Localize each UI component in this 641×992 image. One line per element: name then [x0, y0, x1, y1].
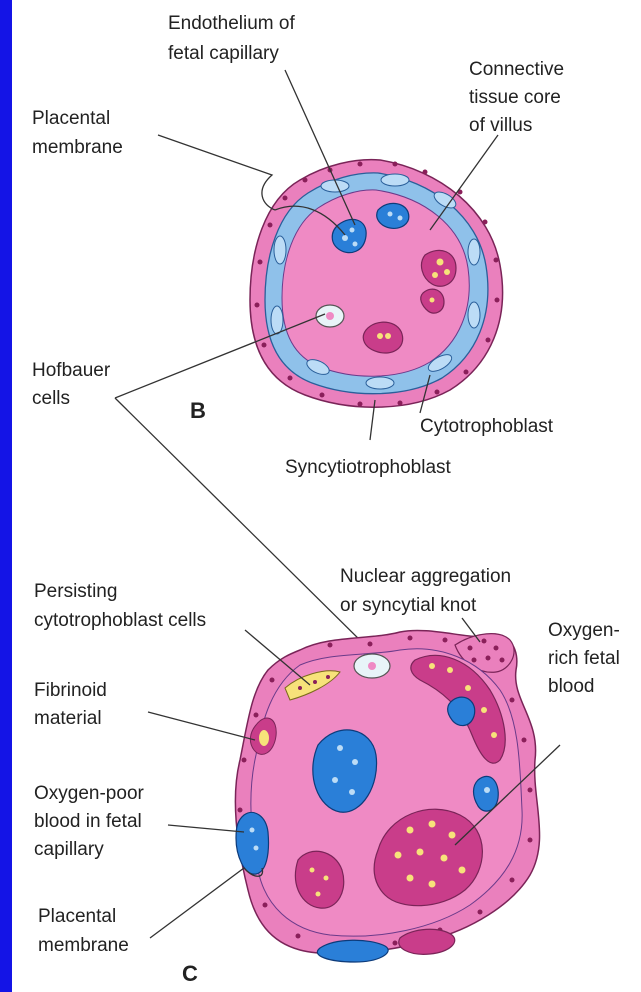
fetal-capillary-red — [363, 322, 402, 353]
cytotrophoblast-cell — [271, 306, 283, 334]
cytotrophoblast-cell — [468, 302, 480, 328]
label-placental-membrane-b: Placental membrane — [32, 108, 123, 158]
label-endothelium: Endothelium of fetal capillary — [168, 13, 300, 64]
oxygen-poor-capillary — [236, 812, 269, 874]
label-connective-tissue: Connective tissue core of villus — [469, 59, 569, 136]
fetal-capillary — [377, 203, 409, 228]
label-cytotrophoblast: Cytotrophoblast — [420, 416, 554, 437]
label-oxygen-poor: Oxygen-poor blood in fetal capillary — [34, 783, 149, 860]
cytotrophoblast-cell — [381, 174, 409, 186]
label-nuclear-aggregation: Nuclear aggregation or syncytial knot — [340, 566, 516, 616]
label-syncytiotrophoblast: Syncytiotrophoblast — [285, 457, 452, 478]
cytotrophoblast-cell — [468, 239, 480, 265]
panel-letter-c: C — [182, 961, 198, 986]
panel-letter-b: B — [190, 398, 206, 423]
fetal-capillary — [317, 940, 388, 962]
cytotrophoblast-cell — [366, 377, 394, 389]
label-placental-membrane-c: Placental membrane — [38, 906, 129, 956]
fetal-capillary-red — [399, 929, 455, 954]
villus-b — [250, 160, 503, 408]
cytotrophoblast-cell — [274, 236, 286, 264]
label-oxygen-rich: Oxygen- rich fetal blood — [548, 620, 625, 697]
villus-c — [235, 630, 539, 962]
label-hofbauer-cells: Hofbauer cells — [32, 360, 115, 409]
label-persisting-cytotrophoblast: Persisting cytotrophoblast cells — [34, 581, 206, 631]
label-fibrinoid: Fibrinoid material — [34, 680, 112, 729]
